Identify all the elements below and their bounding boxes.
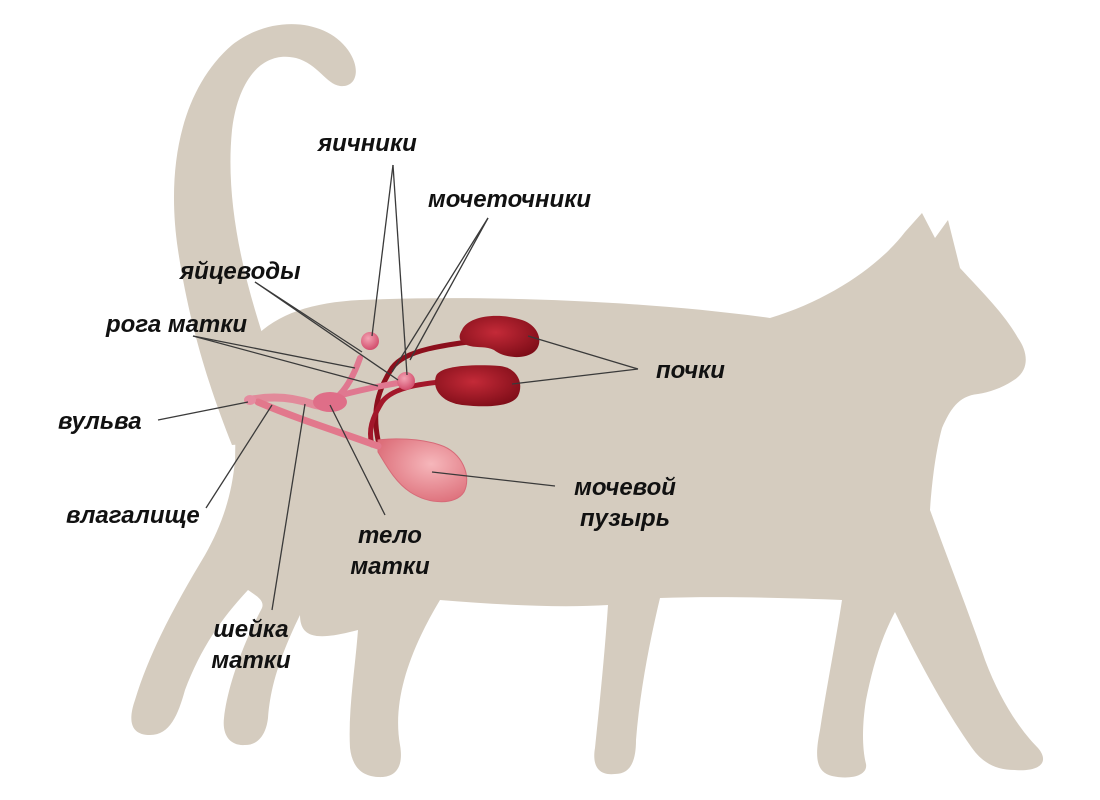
label-ovaries: яичники (318, 130, 417, 157)
leader-oviducts-2 (254, 281, 399, 381)
ovary-lower (397, 372, 415, 390)
leader-ureters-1 (409, 217, 489, 361)
label-oviducts: яйцеводы (180, 258, 301, 285)
label-ureters: мочеточники (428, 186, 592, 213)
kidney-lower (435, 365, 521, 407)
leader-bladder (431, 471, 556, 487)
leader-ovaries-2 (392, 164, 408, 376)
ureter-right (367, 377, 473, 448)
label-uterus-body: тело матки (330, 520, 450, 582)
label-cervix-line2: матки (211, 647, 291, 674)
label-uterus-body-line2: матки (350, 553, 430, 580)
urethra (254, 398, 382, 450)
cat-tail (173, 24, 356, 446)
ovary-upper (361, 332, 379, 350)
label-bladder-line2: пузырь (580, 505, 670, 532)
urinary-bladder (377, 438, 468, 503)
leader-vagina (205, 404, 273, 509)
vulva (244, 395, 256, 405)
label-uterine-horns: рога матки (106, 311, 248, 338)
leader-ovaries-1 (371, 164, 394, 337)
label-vagina: влагалище (66, 502, 200, 529)
kidney-upper (459, 315, 540, 358)
leader-kidneys-2 (511, 368, 639, 385)
leader-lines (157, 164, 639, 611)
leader-horns-1 (192, 335, 356, 369)
label-uterus-body-line1: тело (358, 522, 422, 549)
label-cervix: шейка матки (196, 614, 306, 676)
leader-uterus-body (329, 404, 386, 516)
leader-vulva (157, 401, 249, 421)
label-bladder-line1: мочевой (574, 474, 676, 501)
cat-whiskers (995, 391, 1033, 433)
uterus-body (313, 392, 347, 412)
label-bladder: мочевой пузырь (560, 472, 690, 534)
label-vulva: вульва (58, 408, 142, 435)
leader-ureters-2 (391, 217, 489, 373)
label-cervix-line1: шейка (213, 616, 289, 643)
label-kidneys: почки (656, 357, 725, 384)
leader-cervix (271, 403, 306, 611)
leader-kidneys-1 (527, 335, 639, 370)
leader-horns-2 (192, 335, 379, 387)
